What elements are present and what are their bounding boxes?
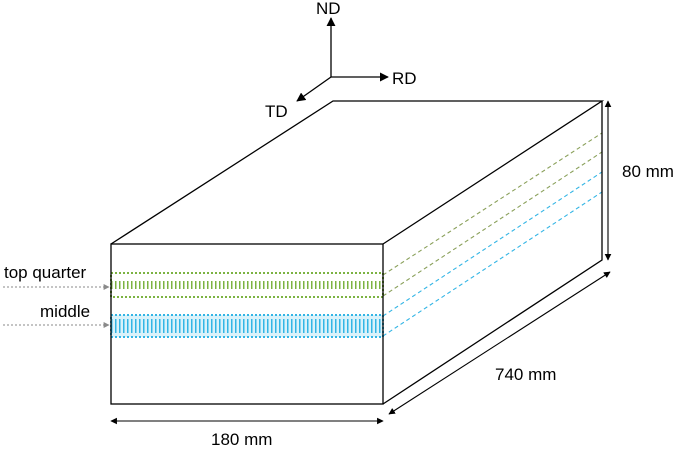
- width-dimension-label: 180 mm: [211, 430, 272, 449]
- top-quarter-lower-side-line: [382, 151, 603, 297]
- middle-label: middle: [40, 302, 90, 321]
- layer-labels: top quarter middle: [3, 263, 110, 328]
- length-dimension-label: 740 mm: [495, 365, 556, 384]
- block-side-face-edges: [382, 101, 603, 405]
- td-axis-label: TD: [265, 102, 288, 121]
- top-quarter-upper-side-line: [382, 132, 603, 276]
- block-front-face: [110, 243, 384, 405]
- td-axis-arrow: [296, 76, 332, 102]
- middle-lower-side-line: [382, 191, 603, 337]
- rd-axis-label: RD: [392, 69, 417, 88]
- nd-axis-label: ND: [316, 0, 341, 18]
- length-dimension-arrow: [388, 271, 611, 415]
- dimensions: 180 mm 740 mm 80 mm: [110, 100, 674, 449]
- top-quarter-label: top quarter: [4, 263, 87, 282]
- middle-upper-side-line: [382, 171, 603, 317]
- block-top-face-edges: [110, 100, 605, 245]
- sample-block: [110, 100, 605, 405]
- layer-bands: [110, 132, 603, 338]
- coordinate-axes: ND RD TD: [265, 0, 417, 121]
- height-dimension-label: 80 mm: [622, 162, 674, 181]
